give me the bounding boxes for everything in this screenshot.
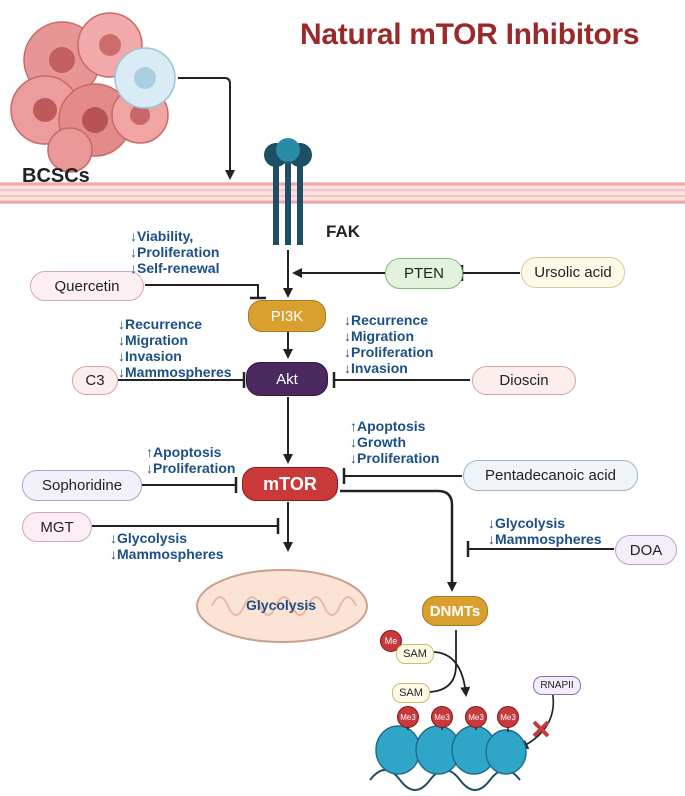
rnapii-node: RNAPII	[533, 676, 581, 695]
pi3k-node: PI3K	[248, 300, 326, 332]
effect-line: ↓Glycolysis	[488, 515, 566, 531]
effect-line: ↓Recurrence	[344, 312, 429, 328]
sam-node-bottom: SAM	[392, 683, 430, 703]
me3-badge: Me3	[431, 706, 453, 728]
c3-effects: ↓Recurrence ↓Migration ↓Invasion ↓Mammos…	[118, 316, 232, 380]
glycolysis-label: Glycolysis	[246, 597, 317, 613]
doa-effects: ↓Glycolysis ↓Mammospheres	[488, 515, 602, 547]
pentadecanoic-acid-pill: Pentadecanoic acid	[463, 460, 638, 491]
effect-line: ↓Proliferation	[350, 450, 440, 466]
dnmts-node: DNMTs	[422, 596, 488, 626]
effect-line: ↓Proliferation	[130, 244, 220, 260]
bcsc-cell-cluster	[10, 12, 176, 173]
me3-badge: Me3	[465, 706, 487, 728]
methyl-badge: Me	[380, 630, 402, 652]
effect-line: ↓Mammospheres	[118, 364, 232, 380]
mgt-pill: MGT	[22, 512, 92, 542]
doa-pill: DOA	[615, 535, 677, 565]
nucleosome-dna	[369, 724, 527, 791]
mgt-effects: ↓Glycolysis ↓Mammospheres	[110, 530, 224, 562]
dioscin-pill: Dioscin	[472, 366, 576, 395]
effect-line: ↑Apoptosis	[146, 444, 222, 460]
effect-line: ↓Migration	[118, 332, 188, 348]
mitochondrion	[196, 569, 368, 643]
quercetin-pill: Quercetin	[30, 271, 144, 301]
effect-line: ↓Growth	[350, 434, 406, 450]
sam-node-top: SAM	[396, 644, 434, 664]
effect-line: ↓Migration	[344, 328, 414, 344]
effect-line: ↓Mammospheres	[110, 546, 224, 562]
page-title: Natural mTOR Inhibitors	[300, 18, 640, 51]
me3-badge: Me3	[397, 706, 419, 728]
sophoridine-effects: ↑Apoptosis ↓Proliferation	[146, 444, 235, 476]
ursolic-acid-pill: Ursolic acid	[521, 257, 625, 288]
effect-line: ↓Invasion	[118, 348, 182, 364]
pentadecanoic-effects: ↑Apoptosis ↓Growth ↓Proliferation	[350, 418, 439, 466]
me3-badge: Me3	[497, 706, 519, 728]
akt-node: Akt	[246, 362, 328, 396]
mtor-node: mTOR	[242, 467, 338, 501]
effect-line: ↓Proliferation	[146, 460, 236, 476]
effect-line: ↓Proliferation	[344, 344, 434, 360]
effect-line: ↓Invasion	[344, 360, 408, 376]
quercetin-effects: ↓Viability, ↓Proliferation ↓Self-renewal	[130, 228, 219, 276]
c3-pill: C3	[72, 366, 118, 395]
effect-line: ↓Recurrence	[118, 316, 203, 332]
effect-line: ↓Viability,	[130, 228, 194, 244]
sophoridine-pill: Sophoridine	[22, 470, 142, 501]
dioscin-effects: ↓Recurrence ↓Migration ↓Proliferation ↓I…	[344, 312, 433, 376]
effect-line: ↓Self-renewal	[130, 260, 220, 276]
effect-line: ↓Mammospheres	[488, 531, 602, 547]
effect-line: ↑Apoptosis	[350, 418, 426, 434]
bcscs-label: BCSCs	[22, 165, 90, 187]
fak-receptor	[264, 138, 312, 245]
effect-line: ↓Glycolysis	[110, 530, 188, 546]
pten-node: PTEN	[385, 258, 463, 289]
fak-label: FAK	[326, 222, 360, 241]
cell-membrane	[0, 182, 685, 204]
